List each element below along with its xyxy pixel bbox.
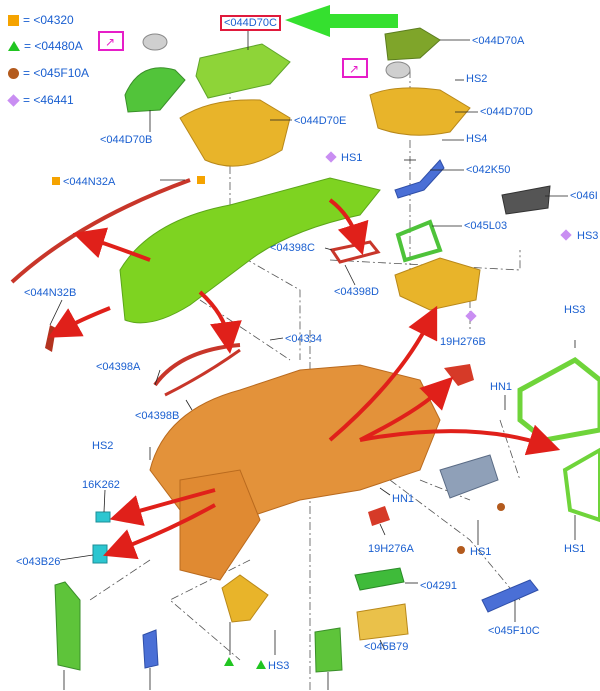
leader-lines <box>49 30 576 690</box>
part-044d70e <box>179 99 291 167</box>
label-04398b: <04398B <box>135 410 180 422</box>
part-lower-green-panel <box>314 627 343 673</box>
legend-item-045f10a: = <045F10A <box>8 65 89 81</box>
label-044d70b: <044D70B <box>100 134 153 146</box>
part-042k50 <box>394 159 445 199</box>
brown-circle-icon <box>497 503 505 511</box>
green-triangle-icon <box>8 41 20 51</box>
label-045l03: <045L03 <box>464 220 508 232</box>
label-043b26: <043B26 <box>16 556 61 568</box>
orange-square-icon <box>52 177 60 185</box>
tool-icon: ↗ <box>342 58 368 78</box>
part-16k262 <box>95 511 111 523</box>
tool-icon: ↗ <box>98 31 124 51</box>
label-046i: <046I <box>570 190 598 202</box>
label-04291: <04291 <box>420 580 458 592</box>
label-044d70c: <044D70C <box>220 15 281 31</box>
label-044n32b: <044N32B <box>24 287 77 299</box>
label-hs3-right2: HS3 <box>564 304 586 316</box>
part-knob-right <box>385 61 411 79</box>
label-045b79: <045B79 <box>364 641 409 653</box>
label-hs1-mid: HS1 <box>341 152 363 164</box>
orange-square-icon <box>197 176 205 184</box>
explode-arrows <box>48 198 561 560</box>
legend-item-46441: = <46441 <box>7 92 74 108</box>
part-043b26 <box>92 544 108 564</box>
part-044d70b <box>124 67 186 113</box>
part-right-frame-lower <box>562 447 600 523</box>
part-045b79 <box>356 603 409 641</box>
label-044d70e: <044D70E <box>294 115 347 127</box>
label-hs3-right: HS3 <box>577 230 599 242</box>
part-044d70d <box>369 87 471 136</box>
part-19h276a <box>368 506 390 526</box>
part-046i <box>501 185 551 215</box>
label-042k50: <042K50 <box>466 164 511 176</box>
part-045f10c <box>481 579 539 613</box>
part-045l03 <box>395 219 443 263</box>
label-hs4: HS4 <box>466 133 488 145</box>
part-044d70a <box>384 27 441 61</box>
green-triangle-icon <box>256 660 266 669</box>
legend-item-04320: = <04320 <box>8 12 74 28</box>
label-044d70a: <044D70A <box>472 35 525 47</box>
part-19h276b <box>444 364 474 386</box>
label-hs1-br: HS1 <box>564 543 586 555</box>
label-16k262: 16K262 <box>82 479 120 491</box>
part-044n32a <box>10 178 191 284</box>
label-hn1-mid: HN1 <box>392 493 415 505</box>
label-hn1-right: HN1 <box>490 381 513 393</box>
label-04398d: <04398D <box>334 286 379 298</box>
part-044d70c <box>195 43 291 99</box>
part-steel-bracket <box>439 454 499 499</box>
label-04398a: <04398A <box>96 361 141 373</box>
part-dash-top-pad <box>119 177 381 324</box>
green-triangle-icon <box>224 657 234 666</box>
part-lower-bracket <box>179 469 261 581</box>
part-04398c <box>329 240 381 264</box>
brown-circle-icon <box>457 546 465 554</box>
part-lower-blue-bracket <box>142 629 159 669</box>
part-lower-green-trim <box>54 581 81 671</box>
part-04398b <box>164 348 241 397</box>
part-044n32b <box>45 325 56 352</box>
label-hs2-top: HS2 <box>466 73 488 85</box>
purple-diamond-icon <box>7 93 20 107</box>
label-04334: <04334 <box>285 333 323 345</box>
legend-item-04480a: = <04480A <box>8 38 83 54</box>
label-044d70d: <044D70D <box>480 106 533 118</box>
brown-circle-icon <box>8 67 19 79</box>
part-04291 <box>354 567 405 591</box>
label-045f10c: <045F10C <box>488 625 540 637</box>
label-hs3-bottom: HS3 <box>268 660 290 672</box>
label-19h276a: 19H276A <box>368 543 414 555</box>
label-044n32a: <044N32A <box>63 176 116 188</box>
label-hs1-bottom: HS1 <box>470 546 492 558</box>
part-right-frame <box>517 357 600 443</box>
label-04398c: <04398C <box>270 242 315 254</box>
label-19h276b: 19H276B <box>440 336 486 348</box>
part-console-housing <box>394 257 481 311</box>
label-hs2-left: HS2 <box>92 440 114 452</box>
orange-square-icon <box>8 14 19 26</box>
part-lower-gold-bracket <box>221 574 269 623</box>
highlight-arrow <box>285 5 398 37</box>
part-knob-left <box>142 33 168 51</box>
